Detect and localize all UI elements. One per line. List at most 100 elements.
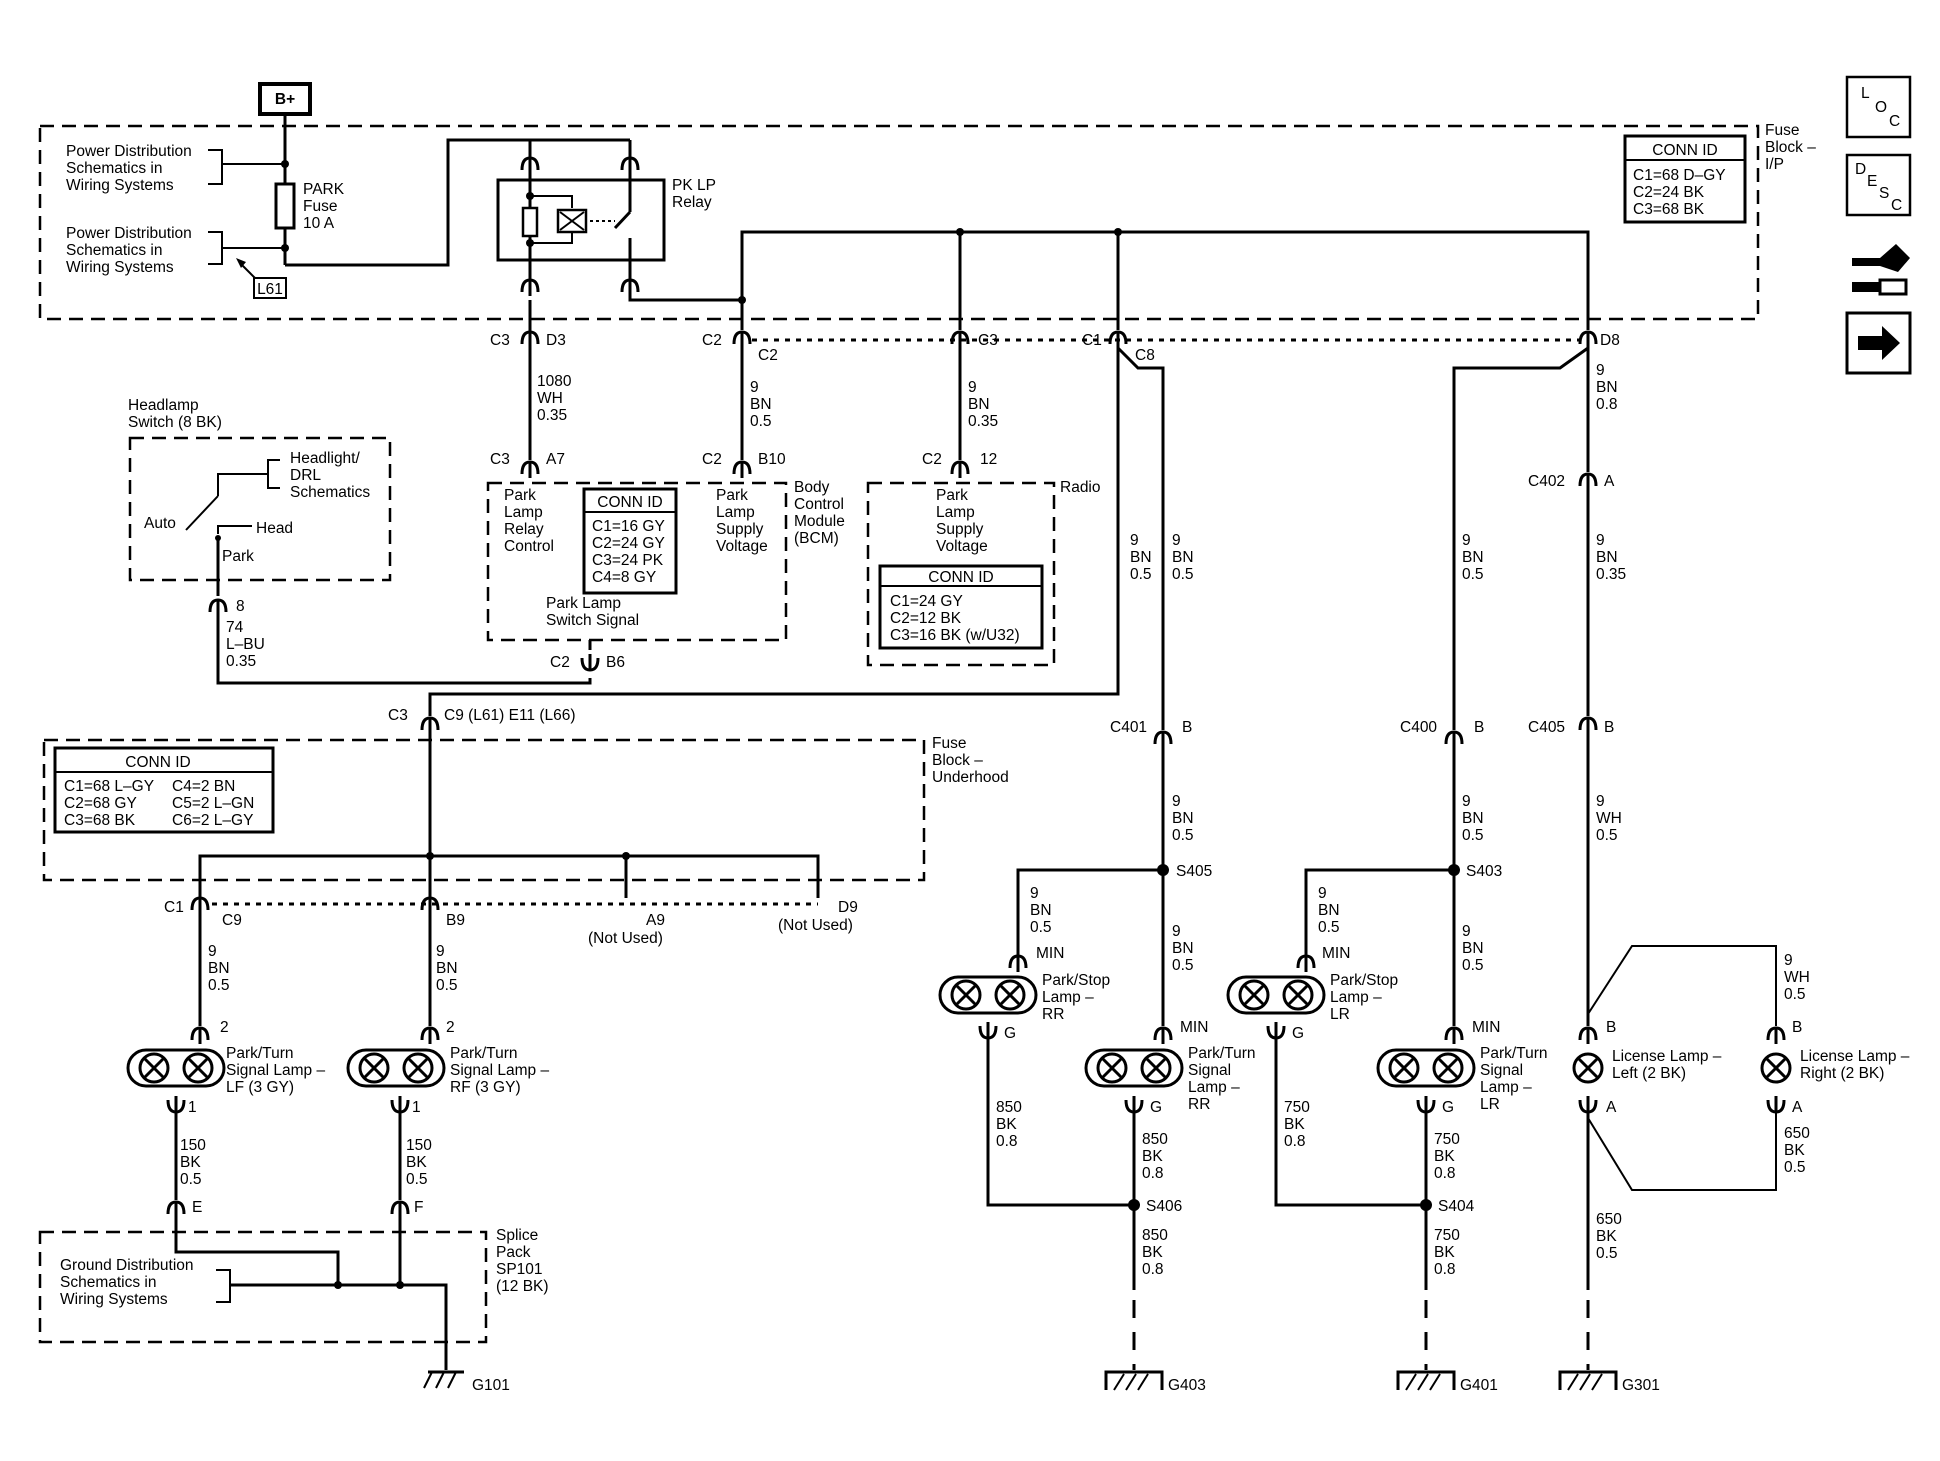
radio-conn-1: C1=24 GY: [890, 593, 963, 610]
bcm-relay-ctrl-2: Lamp: [504, 504, 543, 521]
loc-button[interactable]: [1845, 75, 1912, 139]
wire-74-color: L–BU: [226, 636, 265, 653]
wire-850-c-color: BK: [1142, 1244, 1163, 1261]
fuse-uh-conn-l3: C3=68 BK: [64, 812, 136, 829]
lamp-park-turn-rf: [346, 1048, 446, 1088]
lamp-lic-l-label-2: Left (2 BK): [1612, 1065, 1686, 1082]
lf-pin-1: 1: [188, 1099, 197, 1116]
ground-schem-1: Ground Distribution: [60, 1257, 194, 1274]
battery-label: B+: [275, 91, 295, 108]
lamp-stoplr-label-3: LR: [1330, 1006, 1350, 1023]
lamp-rf-label-2: Signal Lamp –: [450, 1062, 549, 1079]
bcm-supply-4: Voltage: [716, 538, 768, 555]
wire-9-rf-color: BN: [436, 960, 458, 977]
bcm-relay-ctrl-3: Relay: [504, 521, 544, 538]
conn-c400: C400: [1400, 719, 1437, 736]
rf-pin-2: 2: [446, 1019, 455, 1036]
turnrr-pin-min: MIN: [1180, 1019, 1208, 1036]
wire-850-b-gauge: 0.8: [1142, 1165, 1164, 1182]
wire-750-b-gauge: 0.8: [1434, 1165, 1456, 1182]
lamp-stoprr-label-3: RR: [1042, 1006, 1064, 1023]
wire-850-a-circuit: 850: [996, 1099, 1022, 1116]
lamp-park-turn-rr: [1084, 1048, 1184, 1088]
fuse-uh-title-3: Underhood: [932, 769, 1009, 786]
bcm-switch-sig-2: Switch Signal: [546, 612, 639, 629]
lamp-park-turn-lr: [1376, 1048, 1476, 1088]
splice-pack-2: Pack: [496, 1244, 531, 1261]
fuse-uh-conn-r1: C4=2 BN: [172, 778, 235, 795]
switch-pin-8: 8: [236, 598, 245, 615]
fuse-block-underhood: [42, 738, 926, 882]
wire-150-rf-circuit: 150: [406, 1137, 432, 1154]
wire-850-c-circuit: 850: [1142, 1227, 1168, 1244]
conn-bcm-b6: B6: [606, 654, 625, 671]
wire-9-lf-color: BN: [208, 960, 230, 977]
turnlr-pin-min: MIN: [1472, 1019, 1500, 1036]
wire-9-turnlr-color: BN: [1462, 940, 1484, 957]
fuse-uh-title-1: Fuse: [932, 735, 966, 752]
stoprr-pin-g: G: [1004, 1025, 1016, 1042]
wire-9-c8-gauge: 0.5: [1172, 566, 1194, 583]
lamp-lf-label-3: LF (3 GY): [226, 1079, 294, 1096]
conn-uh-a9-note: (Not Used): [588, 930, 663, 947]
wire-9-radio-gauge: 0.35: [968, 413, 998, 430]
pd-schematics-2-line3: Wiring Systems: [66, 259, 174, 276]
body-control-module: [486, 481, 788, 642]
wire-74-gauge: 0.35: [226, 653, 256, 670]
park-fuse-label-1: PARK: [303, 181, 345, 198]
lamp-rf-label-1: Park/Turn: [450, 1045, 517, 1062]
radio-conn-title: CONN ID: [928, 569, 993, 586]
stoplr-pin-g: G: [1292, 1025, 1304, 1042]
fuse-block-ip-title-3: I/P: [1765, 156, 1784, 173]
radio-conn-id: [878, 564, 1044, 650]
fuse-uh-conn-r3: C6=2 L–GY: [172, 812, 253, 829]
fuse-block-ip: [38, 124, 1760, 321]
wire-750-b-circuit: 750: [1434, 1131, 1460, 1148]
wrench-tool-icon[interactable]: [1852, 244, 1910, 296]
wire-850-b-color: BK: [1142, 1148, 1163, 1165]
sp-pin-f: F: [414, 1199, 423, 1216]
loc-letter-o: O: [1875, 99, 1887, 116]
wire-9-c400b-gauge: 0.5: [1462, 827, 1484, 844]
pk-lp-relay-label-2: Relay: [672, 194, 712, 211]
conn-uh-d9-note: (Not Used): [778, 917, 853, 934]
wire-9-rf-gauge: 0.5: [436, 977, 458, 994]
ground-g301-label: G301: [1622, 1377, 1660, 1394]
arrow-right-icon: [1858, 326, 1900, 360]
lamp-turnrr-label-1: Park/Turn: [1188, 1045, 1255, 1062]
fuse-uh-conn-l2: C2=68 GY: [64, 795, 137, 812]
switch-auto-label: Auto: [144, 515, 176, 532]
fuse-uh-conn-l1: C1=68 L–GY: [64, 778, 154, 795]
wire-850-a-color: BK: [996, 1116, 1017, 1133]
conn-c401: C401: [1110, 719, 1147, 736]
wire-150-rf-gauge: 0.5: [406, 1171, 428, 1188]
conn-bcm-c3: C3: [490, 451, 510, 468]
conn-c2b-label: C2: [758, 347, 778, 364]
wire-9-stoprr-gauge: 0.5: [1030, 919, 1052, 936]
conn-radio-12: 12: [980, 451, 997, 468]
radio-supply-4: Voltage: [936, 538, 988, 555]
wire-9-radio-color: BN: [968, 396, 990, 413]
desc-button[interactable]: [1845, 153, 1912, 217]
wire-150-lf-circuit: 150: [180, 1137, 206, 1154]
conn-c405: C405: [1528, 719, 1565, 736]
wire-9-d8-color: BN: [1596, 379, 1618, 396]
lamp-lic-r-label-1: License Lamp –: [1800, 1048, 1910, 1065]
fuse-ip-conn-2: C2=24 BK: [1633, 184, 1705, 201]
wire-750-a-color: BK: [1284, 1116, 1305, 1133]
conn-bcm-c2-b6: C2: [550, 654, 570, 671]
wire-9-c1-color: BN: [1130, 549, 1152, 566]
bcm-conn-id: [582, 487, 678, 595]
wire-9wh-b-circuit: 9: [1784, 952, 1793, 969]
wire-9-b10-gauge: 0.5: [750, 413, 772, 430]
ground-g101: [423, 1370, 464, 1389]
conn-c400-pin: B: [1474, 719, 1484, 736]
conn-c405-pin: B: [1604, 719, 1614, 736]
loc-letter-c: C: [1889, 113, 1900, 130]
ground-schem-2: Schematics in: [60, 1274, 156, 1291]
wire-9-d8-gauge: 0.8: [1596, 396, 1618, 413]
splice-s406: S406: [1146, 1198, 1182, 1215]
fuse-ip-conn-3: C3=68 BK: [1633, 201, 1705, 218]
fuse-block-ip-title-2: Block –: [1765, 139, 1816, 156]
